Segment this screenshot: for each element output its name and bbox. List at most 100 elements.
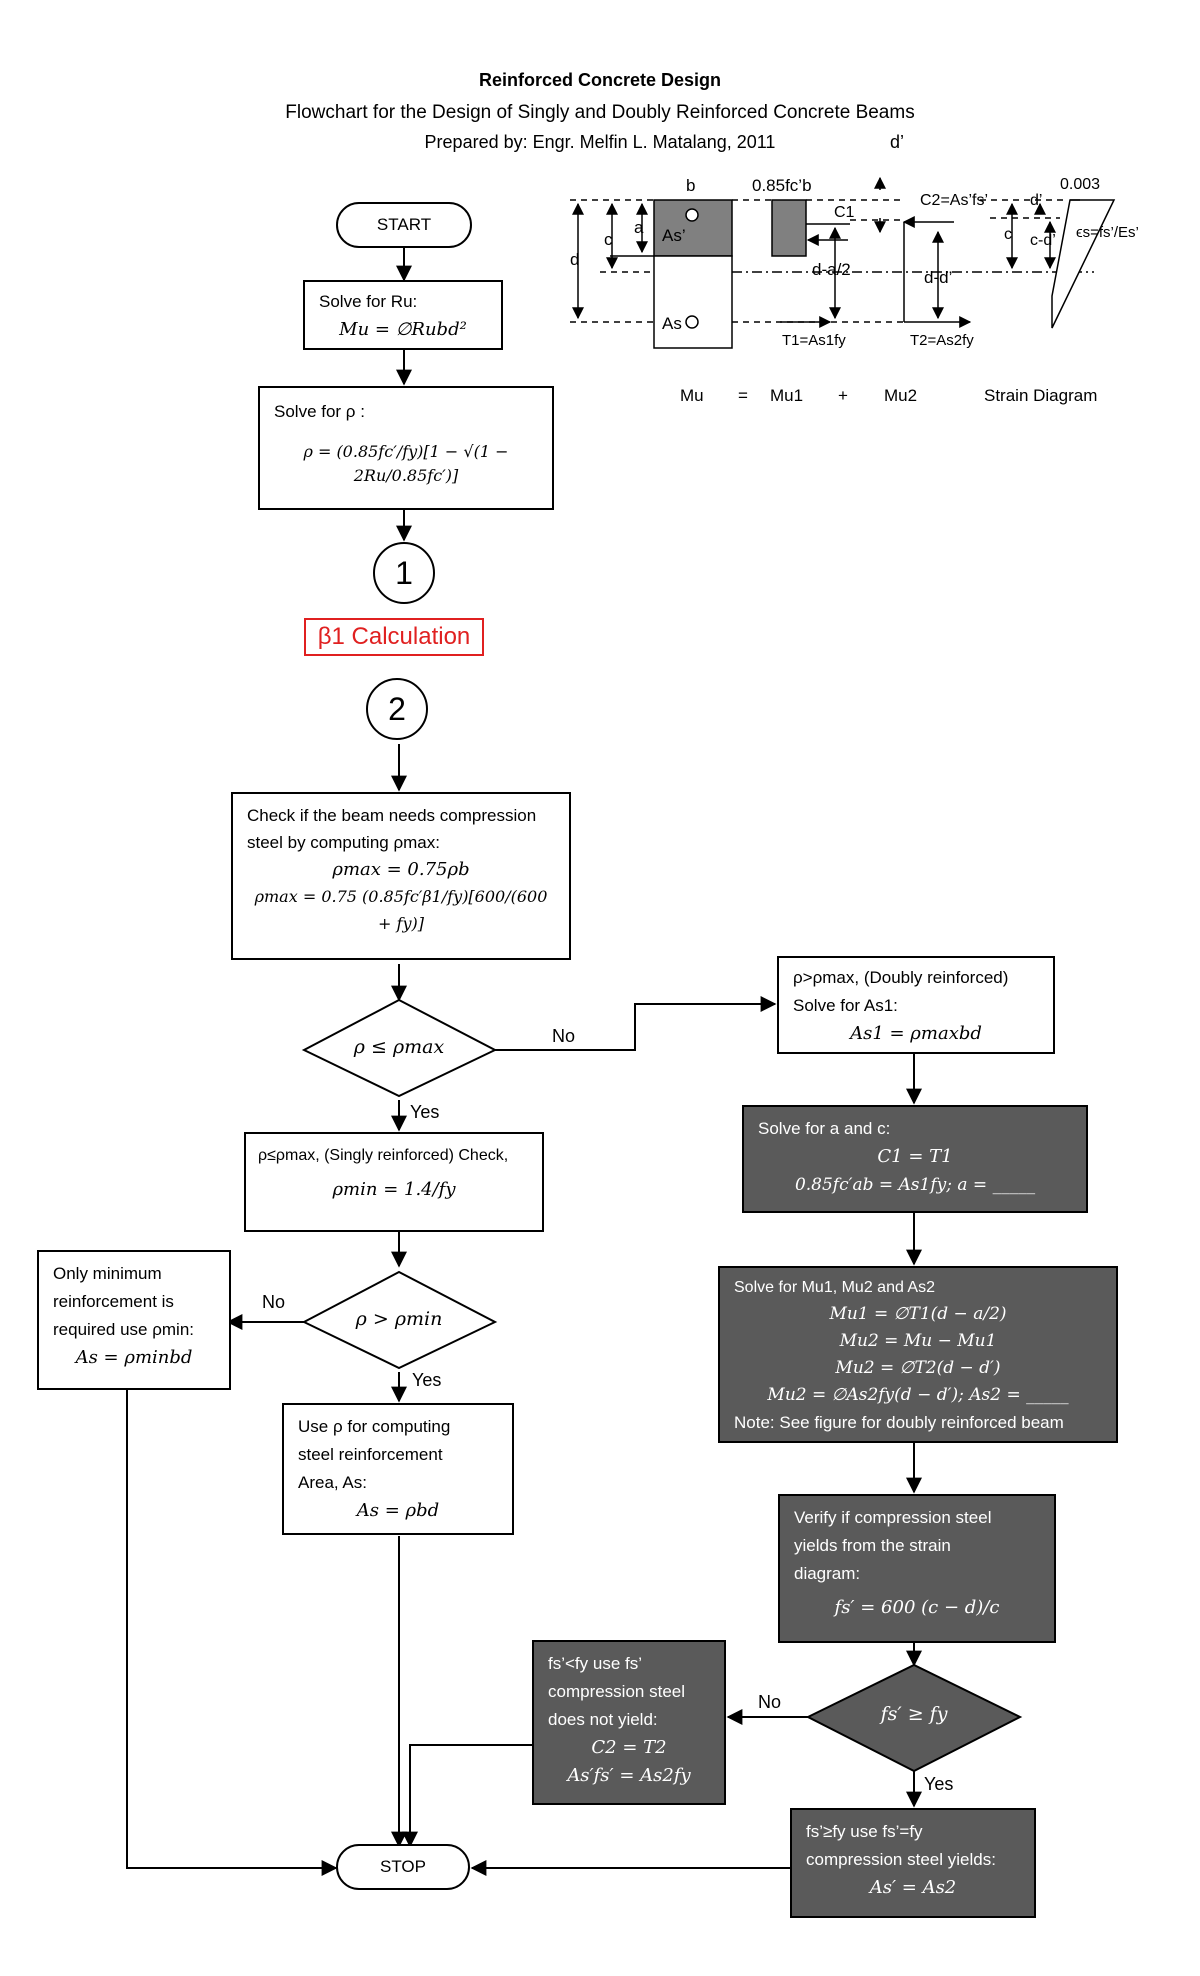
mu-formula-2: Mu2 = Mu − Mu1 (839, 1331, 997, 1351)
doubly-line2: Solve for As1: (793, 996, 898, 1015)
fig-label-strain-c-dprime: c-d’ (1030, 232, 1056, 249)
minimum-reinforcement-box: Only minimum reinforcement is required u… (37, 1250, 231, 1390)
decision-3-yes-label: Yes (924, 1774, 954, 1794)
noyield-formula-1: C2 = T2 (591, 1737, 667, 1758)
as1-formula: As1 = ρmaxbd (850, 1023, 982, 1044)
eq-plus: + (838, 386, 848, 405)
singly-box: ρ≤ρmax, (Singly reinforced) Check, ρmin … (244, 1132, 544, 1232)
fig-label-as: As (662, 314, 682, 333)
min-line2: reinforcement is (53, 1292, 174, 1311)
beam-figure (570, 176, 1116, 349)
fig-label-c: c (604, 230, 613, 249)
eq-mu1: Mu1 (770, 386, 804, 405)
page-subtitle: Flowchart for the Design of Singly and D… (285, 102, 915, 123)
connector-2: 2 (366, 678, 428, 740)
rhomax-box: Check if the beam needs compression stee… (231, 792, 571, 960)
solve-mu-box: Solve for Mu1, Mu2 and As2 Mu1 = ∅T1(d −… (718, 1266, 1118, 1443)
mu-formula-3: Mu2 = ∅T2(d − d′) (835, 1358, 1001, 1378)
start-terminal: START (336, 202, 472, 248)
fig-label-d-dprime: d-d’ (924, 268, 953, 287)
noyield-line3: does not yield: (548, 1710, 658, 1729)
use-rho-line3: Area, As: (298, 1473, 367, 1492)
fig-label-stress: 0.85fc’b (752, 176, 812, 195)
mu-formula-1: Mu1 = ∅T1(d − a/2) (829, 1304, 1007, 1324)
strain-diagram-label: Strain Diagram (984, 386, 1098, 405)
solve-a-c-box: Solve for a and c: C1 = T1 0.85fc′ab = A… (742, 1105, 1088, 1213)
fig-label-as-prime: As’ (662, 226, 686, 245)
rhomax-line2: steel by computing ρmax: (247, 833, 440, 852)
fig-label-t1: T1=As1fy (782, 332, 846, 349)
fig-label-strain-es: ϵs=fs’/Es’ (1076, 224, 1139, 241)
doubly-box: ρ>ρmax, (Doubly reinforced) Solve for As… (777, 956, 1055, 1054)
rho-box-title: Solve for ρ : (274, 402, 365, 421)
rhomax-line1: Check if the beam needs compression (247, 806, 537, 825)
fig-label-d-a2: d-a/2 (812, 260, 851, 279)
decision-3-text: fs′ ≥ fy (880, 1703, 948, 1725)
fig-label-strain-c: c (1004, 226, 1012, 243)
noyield-line2: compression steel (548, 1682, 686, 1701)
decision-3-no-label: No (758, 1692, 782, 1712)
page-title: Reinforced Concrete Design (478, 70, 722, 90)
rhomax-formula-2: ρmax = 0.75 (0.85fc′β1/fy)[600/(600 + fy… (254, 887, 548, 933)
decision-1-yes-label: Yes (410, 1102, 440, 1122)
verify-line2: yields from the strain (794, 1536, 951, 1555)
stop-terminal: STOP (336, 1844, 470, 1890)
mu-formula-4: Mu2 = ∅As2fy(d − d′); As2 = _____ (767, 1385, 1069, 1405)
use-rho-line1: Use ρ for computing (298, 1417, 451, 1436)
min-line1: Only minimum (53, 1264, 162, 1283)
fs-formula: fs′ = 600 (c − d)/c (834, 1597, 1000, 1618)
author-line: Prepared by: Engr. Melfin L. Matalang, 2… (424, 132, 776, 152)
fig-label-c1: C1 (834, 204, 855, 221)
no-yield-box: fs’<fy use fs’ compression steel does no… (532, 1640, 726, 1805)
fig-label-c2: C2=As’fs’ (920, 192, 989, 209)
header-d-prime: d’ (890, 132, 905, 152)
noyield-formula-2: As′fs′ = As2fy (567, 1765, 691, 1786)
decision-diamond-3 (805, 1663, 1023, 1773)
ru-formula: Mu = ∅Rubd² (339, 319, 467, 340)
min-line3: required use ρmin: (53, 1320, 195, 1339)
fig-label-strain-top: 0.003 (1060, 176, 1101, 193)
eq-mu: Mu (680, 386, 704, 405)
use-rho-formula: As = ρbd (356, 1500, 440, 1521)
eq-mu2: Mu2 (884, 386, 918, 405)
singly-line1: ρ≤ρmax, (Singly reinforced) Check, (258, 1147, 509, 1164)
fig-label-t2: T2=As2fy (910, 332, 974, 349)
mu-title: Solve for Mu1, Mu2 and As2 (734, 1279, 935, 1296)
mu-note: Note: See figure for doubly reinforced b… (734, 1413, 1064, 1432)
eq-equals: = (738, 386, 748, 405)
use-rho-box: Use ρ for computing steel reinforcement … (282, 1403, 514, 1535)
beta1-calculation-label[interactable]: β1 Calculation (304, 618, 484, 656)
decision-1-text: ρ ≤ ρmax (353, 1036, 445, 1058)
decision-2-yes-label: Yes (412, 1370, 442, 1390)
connector-1: 1 (373, 542, 435, 604)
rho-formula: ρ = (0.85fc′/fy)[1 − √(1 − 2Ru/0.85fc′)] (303, 442, 509, 485)
rhomax-formula-1: ρmax = 0.75ρb (332, 859, 470, 880)
verify-line3: diagram: (794, 1564, 861, 1583)
yield-formula: As′ = As2 (869, 1877, 957, 1898)
fig-label-b: b (686, 176, 696, 195)
decision-2-text: ρ > ρmin (355, 1308, 443, 1330)
doubly-line1: ρ>ρmax, (Doubly reinforced) (793, 968, 1009, 987)
decision-diamond-2 (301, 1270, 498, 1370)
decision-1-no-label: No (552, 1026, 576, 1046)
noyield-line1: fs’<fy use fs’ (548, 1654, 643, 1673)
fig-label-a: a (634, 218, 644, 237)
yield-line2: compression steel yields: (806, 1850, 996, 1869)
ac-formula-1: C1 = T1 (877, 1146, 953, 1167)
min-formula: As = ρminbd (75, 1347, 193, 1368)
decision-2-no-label: No (262, 1292, 286, 1312)
fig-label-d: d (570, 250, 580, 269)
yield-box: fs’≥fy use fs’=fy compression steel yiel… (790, 1808, 1036, 1918)
rho-box: Solve for ρ : ρ = (0.85fc′/fy)[1 − √(1 −… (258, 386, 554, 510)
fig-label-strain-dprime: d’ (1030, 192, 1043, 209)
decision-diamond-1 (301, 998, 498, 1098)
ru-box-title: Solve for Ru: (319, 292, 418, 311)
ac-formula-2: 0.85fc′ab = As1fy; a = _____ (794, 1175, 1036, 1195)
use-rho-line2: steel reinforcement (298, 1445, 443, 1464)
ac-title: Solve for a and c: (758, 1119, 891, 1138)
verify-yield-box: Verify if compression steel yields from … (778, 1494, 1056, 1643)
verify-line1: Verify if compression steel (794, 1508, 992, 1527)
ru-box: Solve for Ru: Mu = ∅Rubd² (303, 280, 503, 350)
rhomin-formula: ρmin = 1.4/fy (332, 1179, 456, 1200)
